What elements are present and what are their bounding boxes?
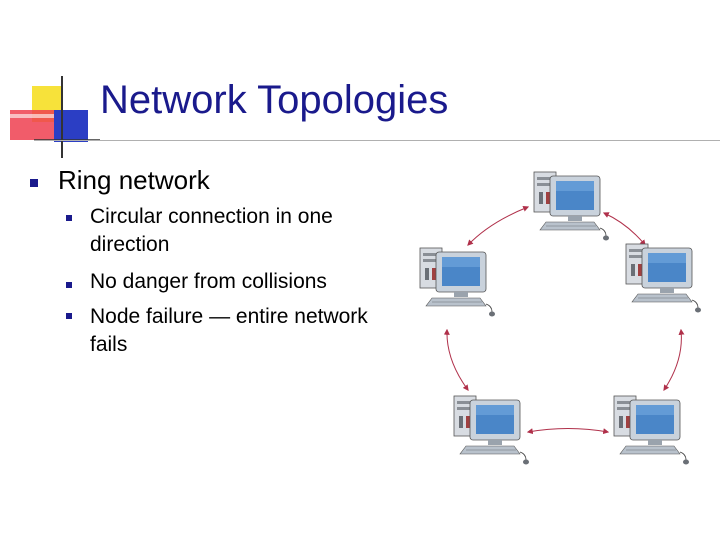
computer-icon bbox=[533, 171, 610, 241]
computer-icon bbox=[625, 243, 702, 313]
square-bullet-icon bbox=[66, 313, 72, 319]
curved-arrow-icon bbox=[467, 205, 530, 246]
square-bullet-icon bbox=[66, 215, 72, 221]
bullet-ring-network: Ring network bbox=[58, 165, 210, 195]
square-bullet-icon bbox=[66, 282, 72, 288]
sub-bullet-collisions: No danger from collisions bbox=[90, 270, 327, 293]
sub-bullet-circular: Circular connection in one direction bbox=[90, 205, 333, 256]
curved-arrow-icon bbox=[443, 328, 469, 391]
sub-bullet-node-failure: Node failure — entire network fails bbox=[90, 305, 368, 356]
title-divider bbox=[34, 140, 720, 141]
curved-arrow-icon bbox=[526, 428, 610, 435]
computer-icon bbox=[613, 395, 690, 465]
curved-arrow-icon bbox=[602, 212, 646, 246]
logo-decoration-icon bbox=[10, 76, 100, 158]
curved-arrow-icon bbox=[663, 328, 685, 391]
computer-icon bbox=[419, 247, 496, 317]
square-bullet-icon bbox=[30, 179, 38, 187]
computer-icon bbox=[453, 395, 530, 465]
ring-network-diagram bbox=[419, 171, 702, 465]
page-title: Network Topologies bbox=[100, 78, 449, 122]
